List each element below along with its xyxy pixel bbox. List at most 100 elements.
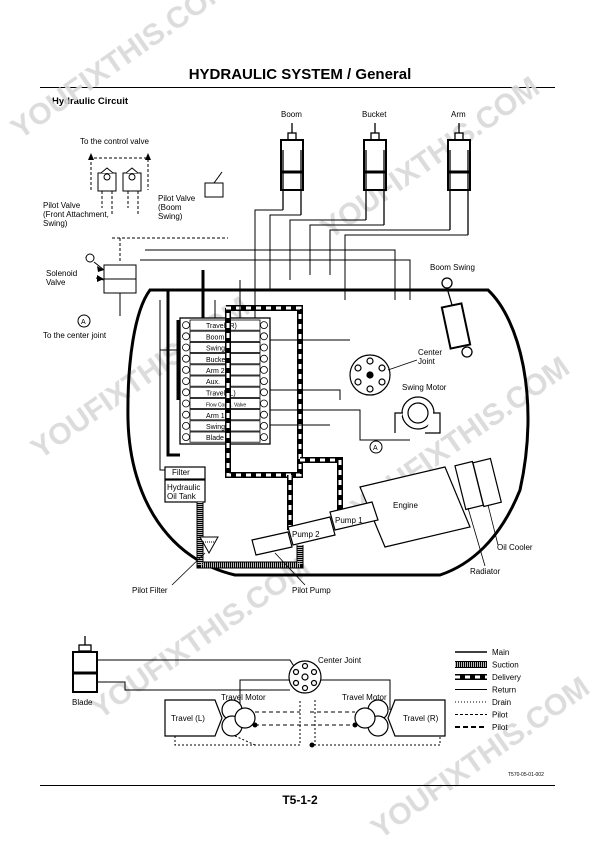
spool-label: Travel (R)	[206, 323, 237, 330]
spool-end-icon	[260, 399, 268, 408]
pilot-filter-label: Pilot Filter	[132, 586, 168, 595]
section-title: Hydraulic Circuit	[52, 96, 129, 107]
legend-item: Drain	[455, 698, 511, 707]
travel-l-label: Travel (L)	[171, 714, 205, 723]
travel-motor-left-label: Travel Motor	[221, 693, 266, 702]
pilot-pump-label: Pilot Pump	[292, 586, 331, 595]
legend-item: Pilot	[455, 711, 508, 720]
pilot-valve-boom-swing	[204, 171, 224, 198]
page-title: HYDRAULIC SYSTEM / General	[188, 66, 412, 83]
lower-drain-lines	[174, 700, 441, 746]
arm-cylinder	[447, 123, 471, 235]
page-number: T5-1-2	[282, 793, 318, 807]
boom-cylinder-label: Boom	[281, 110, 302, 119]
spool-end-icon	[260, 321, 268, 330]
lower-center-joint	[288, 660, 322, 694]
leader-line	[171, 552, 206, 586]
cylinder-lines	[140, 209, 468, 320]
boom-cylinder	[280, 123, 304, 215]
spool-end-icon	[182, 433, 190, 442]
spool-end-icon	[182, 365, 190, 374]
solenoid-valve-label: Valve	[46, 278, 66, 287]
legend-label: Delivery	[492, 673, 521, 682]
pump-1-label: Pump 1	[335, 516, 363, 525]
arrow-icon	[88, 153, 151, 160]
travel-r-label: Travel (R)	[403, 714, 439, 723]
arrow-icon	[97, 266, 104, 282]
solenoid-valve-label: Solenoid	[46, 269, 77, 278]
upper-structure-outline	[126, 288, 530, 577]
legend-item: Suction	[455, 661, 519, 670]
pilot-valve-front	[97, 167, 142, 192]
pilot-lines-top	[90, 157, 228, 262]
spool-end-icon	[260, 377, 268, 386]
legend-label: Main	[492, 648, 509, 657]
oil-tank-label: Hydraulic	[167, 483, 200, 492]
travel-motor-left	[164, 699, 256, 737]
bucket-cylinder-label: Bucket	[362, 110, 387, 119]
blade-cylinder	[72, 636, 98, 693]
boom-swing-cylinder	[440, 277, 473, 358]
lower-center-joint-label: Center Joint	[318, 656, 362, 665]
solenoid-valve	[85, 253, 137, 316]
bucket-cylinder	[363, 123, 387, 225]
main-lines	[166, 270, 205, 457]
swing-motor	[394, 396, 441, 434]
legend-label: Drain	[492, 698, 511, 707]
pilot-valve-front-label: (Front Attachment,	[43, 210, 109, 219]
center-joint-label: Center	[418, 348, 442, 357]
pilot-valve-boom-label: Swing)	[158, 212, 183, 221]
radiator-label: Radiator	[470, 567, 501, 576]
engine-label: Engine	[393, 501, 418, 510]
legend-item: Return	[455, 686, 516, 695]
watermark-text: YOUFIXTHIS.COM	[5, 0, 236, 146]
engine	[359, 466, 471, 548]
marker-a-label: A	[373, 445, 378, 452]
spool-label: Swing	[206, 346, 225, 353]
leader-line	[274, 552, 306, 586]
spool-label: Travel (L)	[206, 390, 236, 397]
marker-a-circle	[369, 440, 383, 454]
spool-end-icon	[182, 399, 190, 408]
spool-label: Arm 1	[206, 413, 225, 420]
spool-end-icon	[260, 343, 268, 352]
oil-cooler	[454, 457, 503, 511]
leader-line	[467, 507, 486, 567]
pump-2-label: Pump 2	[292, 530, 320, 539]
travel-motor-right-label: Travel Motor	[342, 693, 387, 702]
spool-label: Bucket	[206, 357, 227, 364]
spool-end-icon	[182, 332, 190, 341]
legend-item: Main	[455, 648, 509, 657]
spool-label: Arm 2	[206, 368, 225, 375]
pilot-pump	[251, 531, 293, 556]
spool-end-icon	[260, 410, 268, 419]
oil-cooler-label: Oil Cooler	[497, 543, 533, 552]
to-control-valve-label: To the control valve	[80, 137, 149, 146]
spool-end-icon	[182, 343, 190, 352]
spool-end-icon	[182, 354, 190, 363]
spool-end-icon	[182, 421, 190, 430]
spool-end-icon	[260, 332, 268, 341]
spool-end-icon	[260, 365, 268, 374]
spool-end-icon	[182, 377, 190, 386]
hydraulic-oil-tank	[164, 466, 206, 503]
leader-line	[387, 359, 418, 371]
boom-swing-label: Boom Swing	[430, 263, 475, 272]
pilot-valve-boom-label: Pilot Valve	[158, 194, 196, 203]
junction-dot	[352, 722, 358, 728]
legend-item: Delivery	[455, 673, 521, 682]
spool-label: Boom	[206, 334, 224, 341]
spool-end-icon	[260, 354, 268, 363]
legend-label: Suction	[492, 661, 519, 670]
spool-end-icon	[260, 433, 268, 442]
junction-dot	[309, 742, 315, 748]
swing-motor-label: Swing Motor	[402, 383, 447, 392]
header-rule	[40, 87, 555, 88]
legend-label: Pilot	[492, 723, 508, 732]
pilot-filter	[199, 536, 219, 555]
to-center-joint-label: To the center joint	[43, 331, 107, 340]
pilot-valve-front-label: Pilot Valve	[43, 201, 81, 210]
spool-label: Swing	[206, 424, 225, 431]
